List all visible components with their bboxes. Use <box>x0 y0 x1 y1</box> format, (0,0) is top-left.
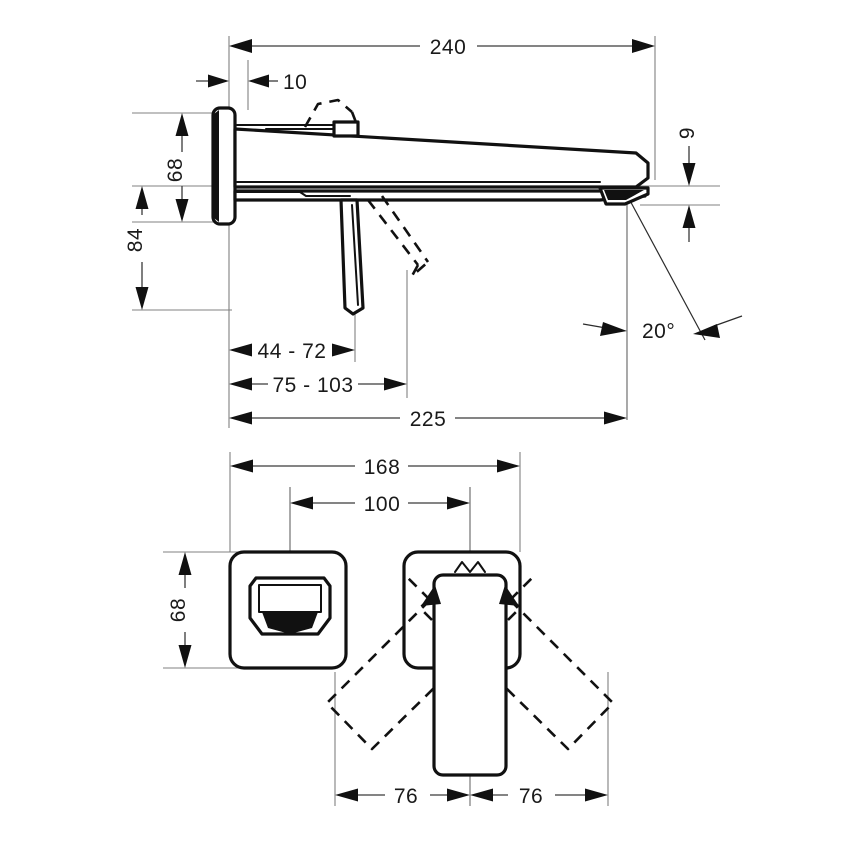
dimension-68-front: 68 <box>167 552 192 668</box>
dim-label-240: 240 <box>430 36 467 59</box>
dim-label-76-left: 76 <box>394 785 418 808</box>
dim-label-100: 100 <box>364 493 401 516</box>
dimension-68-side: 68 <box>164 113 189 222</box>
front-elevation-view: 168 100 68 76 <box>163 452 615 808</box>
lever-dashed-right-outline <box>505 599 615 751</box>
angle-arrow-tail-right <box>713 315 743 327</box>
dim-label-20-degrees: 20° <box>642 320 675 343</box>
arrow-10-right-inward <box>248 74 269 88</box>
lever-handle-bar <box>432 573 508 777</box>
dimension-9: 9 <box>676 127 699 242</box>
dim-label-9: 9 <box>676 127 699 139</box>
dim-label-168: 168 <box>364 456 401 479</box>
dimension-10: 10 <box>196 71 307 94</box>
arrow-225-left <box>229 411 252 425</box>
dim-label-225: 225 <box>410 408 447 431</box>
dim-label-68-side: 68 <box>164 158 187 182</box>
dimension-20-degrees: 20° <box>582 194 743 420</box>
dimension-240: 240 <box>229 36 655 59</box>
side-elevation-view: 240 10 68 84 <box>124 36 743 431</box>
lever-dashed-swung-left-edge <box>366 199 420 266</box>
arrow-68f-up <box>178 552 192 575</box>
arrow-76r-right <box>585 788 608 802</box>
spout-outlet-inner-frame <box>258 584 322 613</box>
dim-label-68-front: 68 <box>167 598 190 622</box>
dim-label-75-103: 75 - 103 <box>272 374 353 397</box>
lever-handle-pivot-marker <box>454 561 486 573</box>
arrow-100-left <box>290 496 313 510</box>
dimension-168: 168 <box>230 456 520 479</box>
arrow-9-down <box>682 163 696 186</box>
arrow-68-up <box>175 113 189 136</box>
arrow-68-down <box>175 199 189 222</box>
arrow-rotate-right <box>499 585 519 606</box>
lever-dashed-up-stem <box>350 111 359 126</box>
arrow-right-240 <box>632 39 655 53</box>
dimension-76-right: 76 <box>470 785 608 808</box>
dim-label-10: 10 <box>283 71 307 94</box>
side-extension-lines <box>132 36 720 428</box>
dimension-75-103: 75 - 103 <box>229 374 407 397</box>
cartridge-block <box>332 120 360 138</box>
arrow-10-left-outward <box>208 74 229 88</box>
lever-dashed-left-stub <box>405 575 431 601</box>
arrow-left-240 <box>229 39 252 53</box>
lever-dashed-swung-tip <box>410 261 429 278</box>
arrow-20deg-right <box>693 324 720 338</box>
lever-handle-edge-line <box>351 204 359 306</box>
spout-escutcheon-front <box>228 550 348 670</box>
arrow-20deg-left <box>600 322 627 336</box>
arrow-168-left <box>230 459 253 473</box>
arrow-75103-right <box>384 377 407 391</box>
arrow-9-up <box>682 205 696 228</box>
arrow-84-down <box>135 287 149 310</box>
arrow-100-right <box>447 496 470 510</box>
lever-dashed-swung-right-edge <box>380 195 430 263</box>
arrow-76r-left <box>470 788 493 802</box>
spout-body-upper <box>233 127 650 189</box>
dim-label-44-72: 44 - 72 <box>258 340 327 363</box>
arrow-75103-left <box>229 377 252 391</box>
arrow-84-up <box>135 186 149 209</box>
arrow-76l-right <box>447 788 470 802</box>
lever-dashed-left-outline <box>325 599 435 751</box>
arrow-rotate-left <box>421 585 441 606</box>
spout-outlet-opening <box>262 612 318 634</box>
lever-rotation-range-dashed <box>325 575 615 751</box>
arrow-168-right <box>497 459 520 473</box>
dimension-225: 225 <box>229 408 627 431</box>
lever-dashed-right-stub <box>509 575 535 601</box>
arrow-225-right <box>604 411 627 425</box>
arrow-4472-left <box>229 343 252 357</box>
arrow-4472-right <box>332 343 355 357</box>
arrow-76l-left <box>335 788 358 802</box>
lever-handle-front <box>432 561 508 777</box>
escutcheon-shadow-edge <box>214 110 219 222</box>
dim-label-84: 84 <box>124 228 147 252</box>
angle-jet-line <box>626 194 706 341</box>
faucet-side-geometry <box>211 98 650 316</box>
dimension-100: 100 <box>290 493 470 516</box>
dimension-44-72: 44 - 72 <box>229 340 355 363</box>
dimension-76-left: 76 <box>335 785 470 808</box>
arrow-68f-down <box>178 645 192 668</box>
dim-label-76-right: 76 <box>519 785 543 808</box>
dimension-84: 84 <box>124 186 149 310</box>
body-lower-seam <box>236 191 351 197</box>
